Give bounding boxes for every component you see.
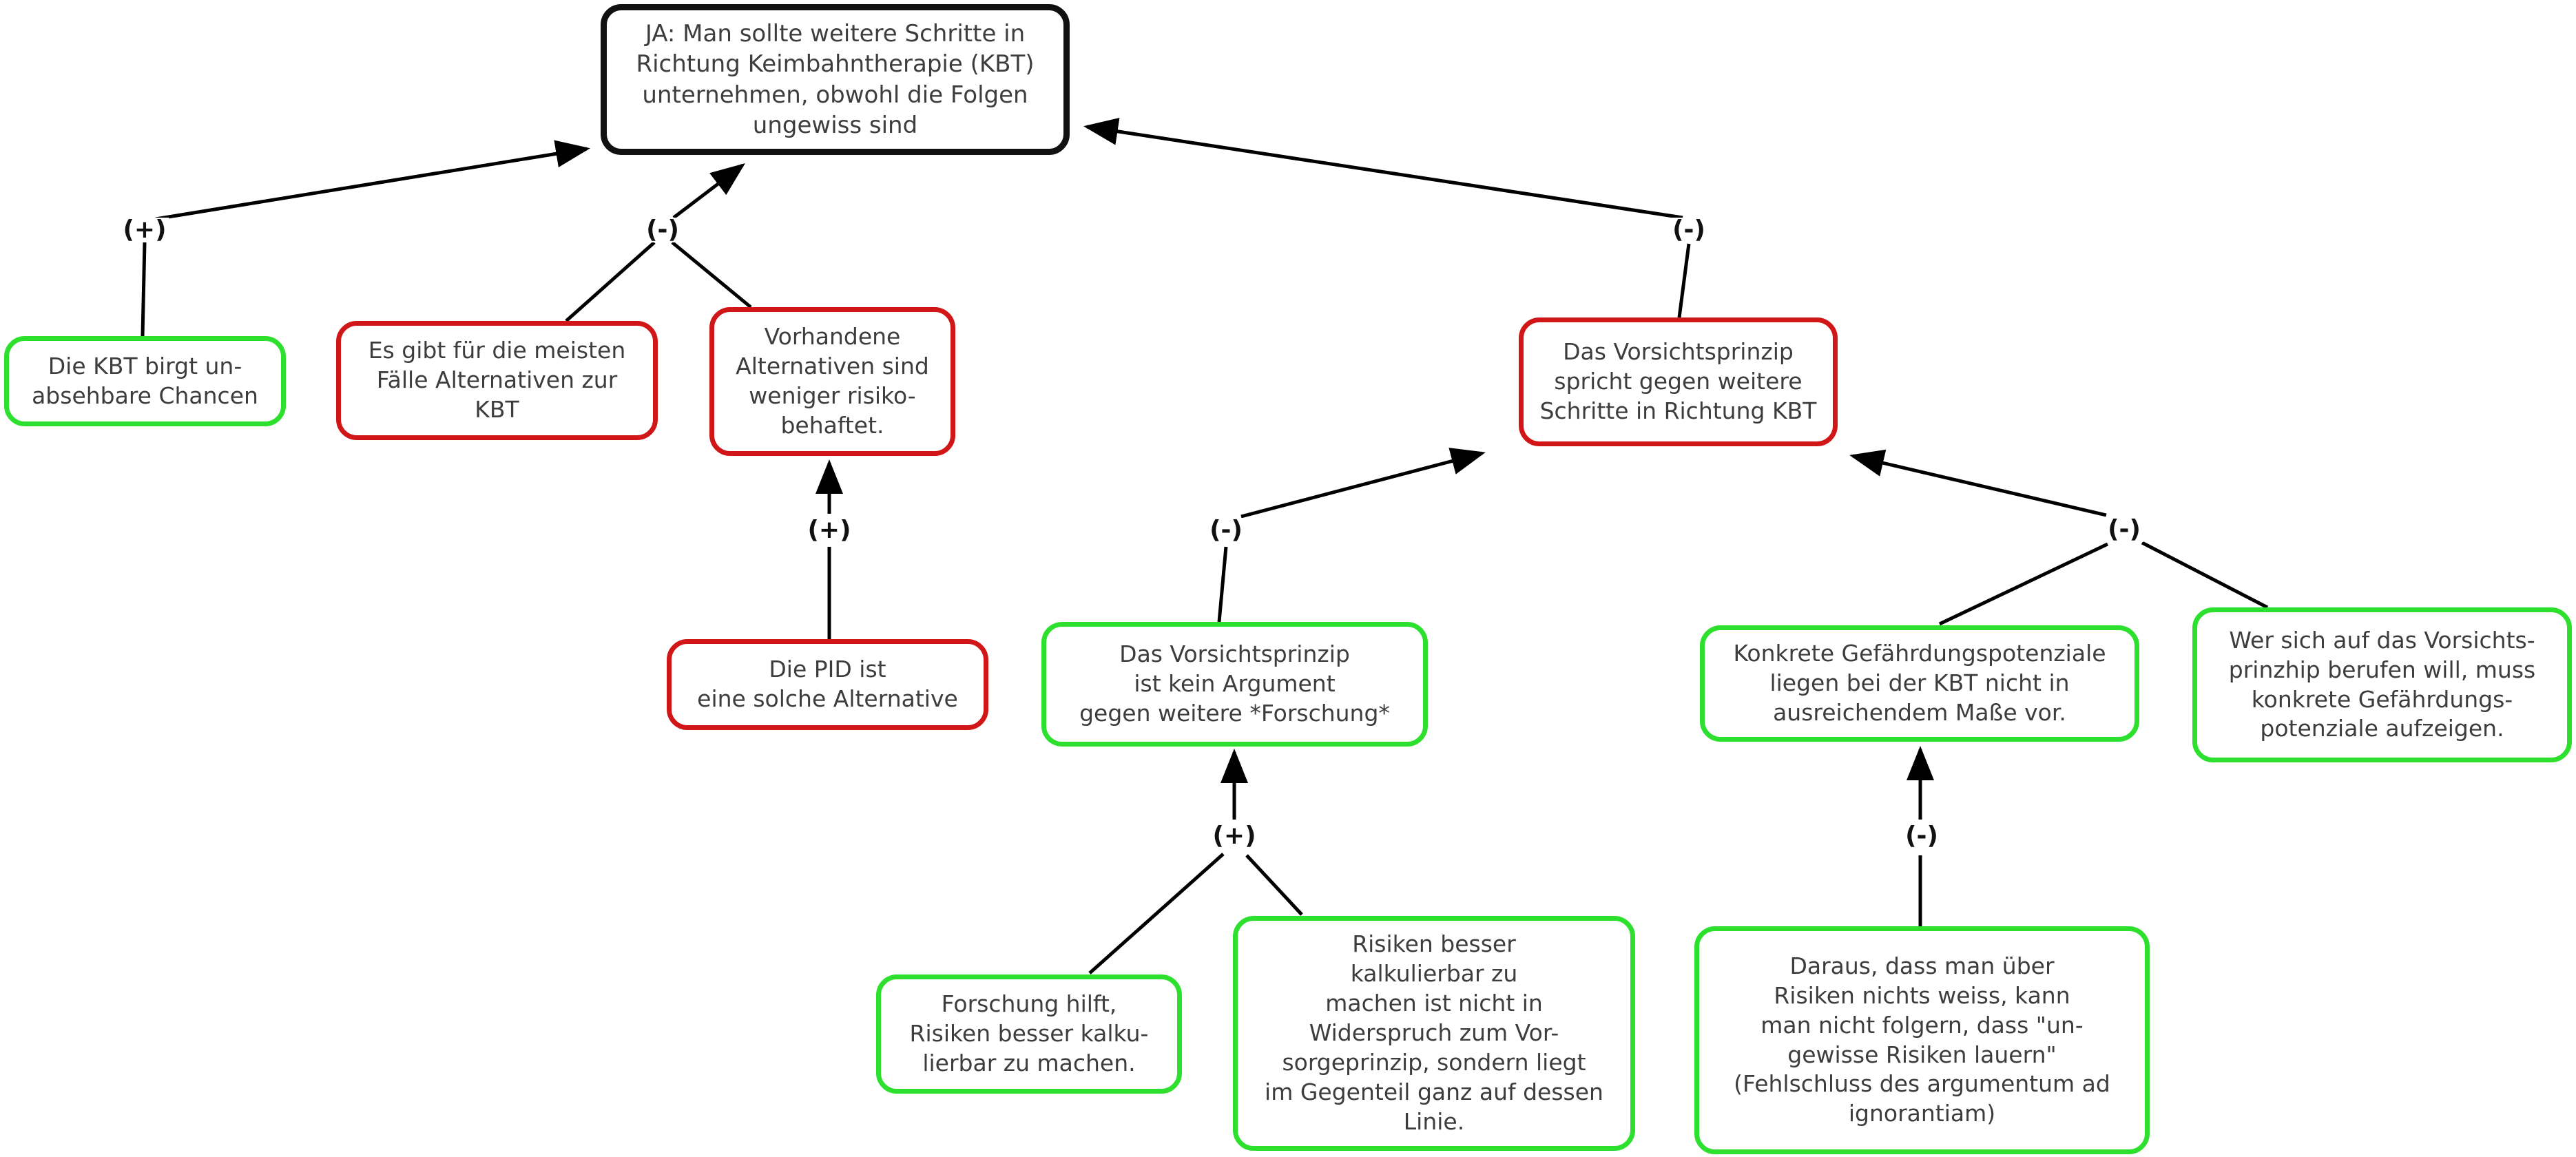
edge-label-attack: (-) — [1902, 824, 1941, 848]
edge-line — [671, 241, 752, 309]
edge-line — [1245, 854, 1303, 916]
edge-label-support: (+) — [1209, 824, 1259, 848]
edge-label-support: (+) — [120, 218, 169, 242]
edge-line — [1677, 243, 1691, 318]
edge-line — [1083, 118, 1683, 220]
edge-line — [2141, 541, 2269, 609]
node-pid[interactable]: Die PID ist eine solche Alternative — [667, 639, 988, 730]
node-vorhandene[interactable]: Vorhandene Alternativen sind weniger ris… — [709, 307, 955, 456]
node-thesis[interactable]: JA: Man sollte weitere Schritte in Richt… — [601, 4, 1070, 155]
edge-line — [141, 242, 147, 337]
node-daraus[interactable]: Daraus, dass man über Risiken nichts wei… — [1694, 926, 2150, 1154]
edge-line — [1088, 853, 1225, 974]
edge-line — [1240, 448, 1486, 519]
edge-label-attack: (-) — [1670, 218, 1708, 242]
node-risiken-besser[interactable]: Risiken besser kalkulierbar zu machen is… — [1233, 916, 1635, 1151]
node-wer-sich[interactable]: Wer sich auf das Vorsichts- prinzhip ber… — [2192, 607, 2572, 762]
edge-line — [1938, 542, 2109, 626]
node-alternativen[interactable]: Es gibt für die meisten Fälle Alternativ… — [336, 321, 658, 440]
node-konkrete[interactable]: Konkrete Gefährdungspotenziale liegen be… — [1700, 625, 2139, 742]
node-forschung-hilft[interactable]: Forschung hilft, Risiken besser kalku- l… — [876, 974, 1182, 1094]
edge-label-attack: (-) — [643, 218, 682, 242]
edge-label-support: (+) — [804, 518, 854, 543]
edge-label-attack: (-) — [1207, 518, 1245, 543]
node-spricht-gegen[interactable]: Das Vorsichtsprinzip spricht gegen weite… — [1519, 317, 1838, 446]
edge-line — [155, 140, 590, 221]
edge-line — [672, 163, 745, 219]
edge-label-attack: (-) — [2105, 517, 2143, 542]
edge-line — [1217, 546, 1228, 623]
node-kbt-chancen[interactable]: Die KBT birgt un- absehbare Chancen — [4, 336, 286, 426]
node-kein-argument[interactable]: Das Vorsichtsprinzip ist kein Argument g… — [1041, 622, 1428, 747]
edge-line — [565, 241, 656, 322]
edge-line — [1849, 449, 2107, 517]
